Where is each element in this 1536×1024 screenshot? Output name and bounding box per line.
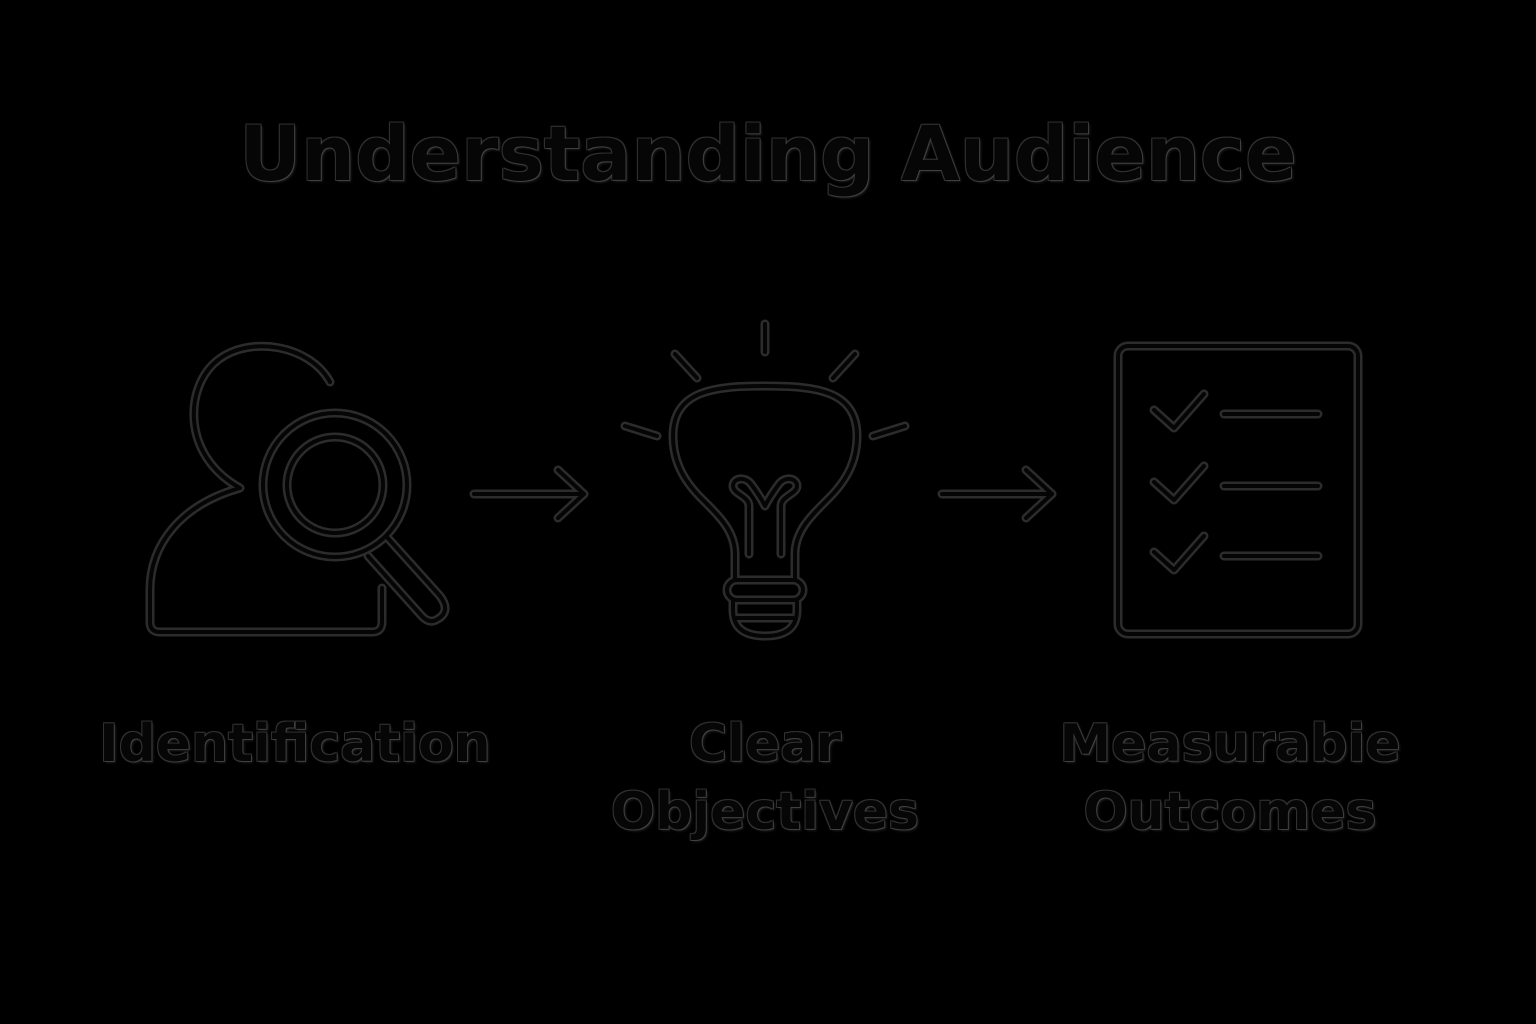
step-label-line2: Objectives — [610, 782, 920, 842]
step-label-line1: Measurabie — [1059, 714, 1401, 774]
step-label-line1: Identification — [99, 714, 491, 774]
diagram-title: Understanding Audience — [239, 109, 1297, 198]
step-label-clear-objectives: Clear Objectives — [555, 710, 975, 846]
step-label-line1: Clear — [689, 714, 841, 774]
checklist-icon — [1112, 340, 1364, 640]
arrow-right-icon — [937, 462, 1063, 526]
person-search-icon — [140, 340, 470, 640]
arrow-right-icon — [469, 462, 595, 526]
step-label-measurable-outcomes: Measurabie Outcomes — [1020, 710, 1440, 846]
step-label-line2: Outcomes — [1083, 782, 1377, 842]
step-label-identification: Identification — [80, 710, 510, 778]
lightbulb-icon — [615, 318, 915, 641]
